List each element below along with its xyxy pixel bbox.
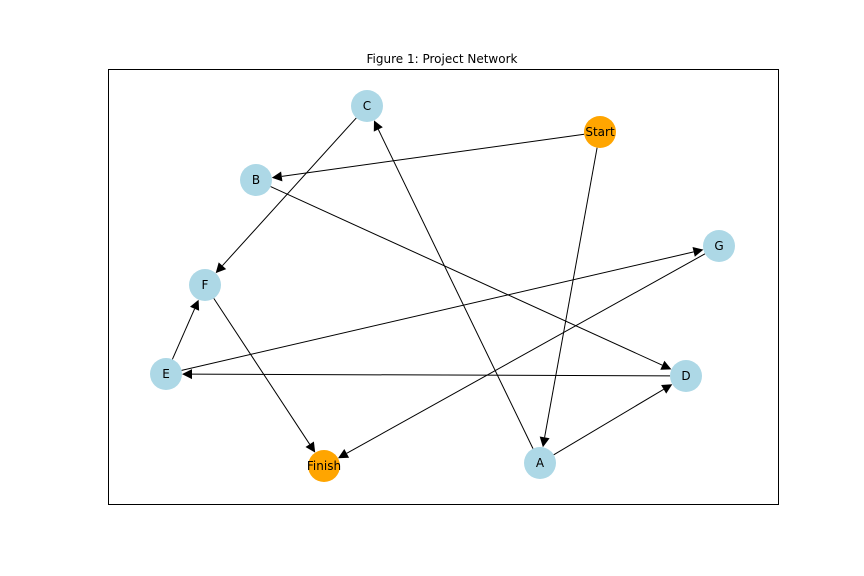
edge-line	[377, 129, 534, 449]
edge-arrowhead	[215, 262, 227, 274]
edge-a-to-d	[553, 384, 673, 456]
edge-g-to-finish	[338, 253, 706, 459]
node-circle	[240, 164, 272, 196]
edge-arrowhead	[182, 369, 192, 380]
node-a: A	[524, 447, 556, 479]
edge-start-to-a	[539, 147, 598, 448]
edge-arrowhead	[271, 171, 283, 182]
axes-frame	[108, 69, 779, 505]
node-label: A	[536, 456, 545, 470]
edge-line	[222, 117, 357, 267]
node-label: F	[202, 278, 209, 292]
edge-arrowhead	[539, 436, 550, 448]
node-label: Start	[585, 125, 615, 139]
edge-arrowhead	[692, 247, 704, 257]
node-c: C	[351, 90, 383, 122]
node-label: B	[252, 173, 260, 187]
node-circle	[524, 447, 556, 479]
edge-b-to-d	[270, 186, 672, 370]
node-circle	[189, 269, 221, 301]
edge-arrowhead	[338, 449, 350, 459]
edges-layer	[171, 117, 706, 459]
node-circle	[584, 116, 616, 148]
node-label: G	[714, 239, 723, 253]
edge-arrowhead	[661, 384, 673, 394]
edge-e-to-g	[181, 247, 704, 371]
edge-arrowhead	[660, 360, 672, 370]
edge-line	[281, 133, 585, 177]
edge-e-to-f	[171, 299, 200, 360]
figure-title: Figure 1: Project Network	[367, 52, 518, 66]
edge-a-to-c	[373, 120, 534, 449]
node-label: E	[162, 367, 170, 381]
node-circle	[150, 358, 182, 390]
edge-line	[213, 298, 311, 445]
edge-line	[191, 373, 671, 377]
edge-line	[553, 388, 664, 456]
edge-line	[270, 186, 663, 366]
node-d: D	[670, 360, 702, 392]
node-label: D	[681, 369, 690, 383]
node-circle	[670, 360, 702, 392]
node-label: Finish	[307, 459, 341, 473]
edge-arrowhead	[190, 299, 200, 311]
node-start: Start	[584, 116, 616, 148]
node-g: G	[703, 230, 735, 262]
node-circle	[703, 230, 735, 262]
edge-c-to-f	[215, 117, 357, 274]
edge-line	[181, 251, 694, 371]
node-f: F	[189, 269, 221, 301]
edge-arrowhead	[305, 441, 316, 453]
edge-line	[544, 147, 598, 438]
node-finish: Finish	[307, 450, 341, 482]
edge-f-to-finish	[213, 298, 316, 453]
edge-line	[171, 308, 196, 360]
edge-start-to-b	[271, 133, 585, 182]
node-b: B	[240, 164, 272, 196]
node-label: C	[363, 99, 371, 113]
node-circle	[308, 450, 340, 482]
edge-d-to-e	[182, 369, 671, 380]
edge-arrowhead	[373, 120, 383, 132]
edge-line	[346, 253, 706, 454]
node-circle	[351, 90, 383, 122]
node-e: E	[150, 358, 182, 390]
